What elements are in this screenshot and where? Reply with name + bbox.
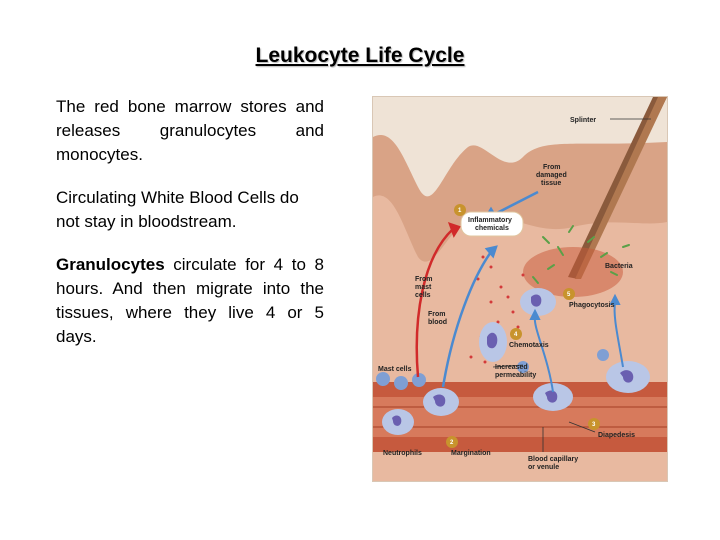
arrow-from-blood	[441, 245, 498, 388]
step-badge-4: 4	[510, 328, 522, 340]
label-bacteria: Bacteria	[605, 263, 633, 270]
inflamed-area	[523, 247, 623, 297]
label-increased-permeability: Increased permeability	[495, 364, 536, 379]
blood-cell-left	[382, 409, 414, 435]
label-from-mast-cells: From mast cells	[415, 276, 434, 299]
phagocyte-cell	[520, 288, 556, 316]
arrow-chemotaxis	[529, 308, 554, 393]
label-margination: Margination	[451, 450, 491, 457]
slide-title: Leukocyte Life Cycle	[255, 44, 465, 67]
permeability-leader	[492, 364, 524, 368]
arrow-right	[609, 293, 624, 368]
mast-cells	[376, 349, 609, 390]
step-badge-5: 5	[563, 288, 575, 300]
paragraph-granulocytes-text: circulate for 4 to 8 hours. And then mig…	[56, 255, 324, 346]
svg-text:5: 5	[567, 292, 571, 298]
label-from-blood: From blood	[428, 311, 447, 326]
diapedesis-leader	[568, 421, 596, 433]
label-blood-capillary: Blood capillary or venule	[528, 456, 580, 471]
text-column: The red bone marrow stores and releases …	[56, 95, 324, 368]
arrow-from-mast-cells	[415, 221, 461, 378]
label-phagocytosis: Phagocytosis	[569, 302, 615, 309]
step-badge-1: 1	[454, 204, 466, 216]
paragraph-circulating: Circulating White Blood Cells do not sta…	[56, 188, 299, 231]
chemical-dots	[469, 255, 545, 364]
leukocyte-migration-figure: Splinter From damaged tissue Inflammator…	[372, 96, 668, 482]
label-neutrophils: Neutrophils	[383, 450, 422, 457]
tissue-cell-right	[606, 361, 650, 393]
diapedesis-cell	[533, 383, 573, 411]
label-diapedesis: Diapedesis	[598, 432, 635, 439]
svg-text:1: 1	[458, 208, 462, 214]
paragraph-marrow: The red bone marrow stores and releases …	[56, 97, 324, 164]
bacteria-cluster	[532, 225, 630, 284]
label-from-damaged-tissue: From damaged tissue	[536, 164, 569, 187]
step-badge-2: 2	[446, 436, 458, 448]
label-chemotaxis: Chemotaxis	[509, 342, 549, 349]
splinter	[568, 97, 667, 279]
svg-text:2: 2	[450, 440, 454, 446]
label-splinter: Splinter	[570, 117, 596, 124]
chemotaxis-cell	[479, 322, 507, 362]
svg-text:3: 3	[592, 422, 596, 428]
paragraph-granulocytes: Granulocytes circulate for 4 to 8 hours.…	[56, 253, 324, 349]
step-badge-3: 3	[588, 418, 600, 430]
svg-text:4: 4	[514, 332, 518, 338]
margination-cell	[423, 388, 459, 416]
term-granulocytes: Granulocytes	[56, 255, 165, 274]
label-mast-cells: Mast cells	[378, 366, 412, 373]
